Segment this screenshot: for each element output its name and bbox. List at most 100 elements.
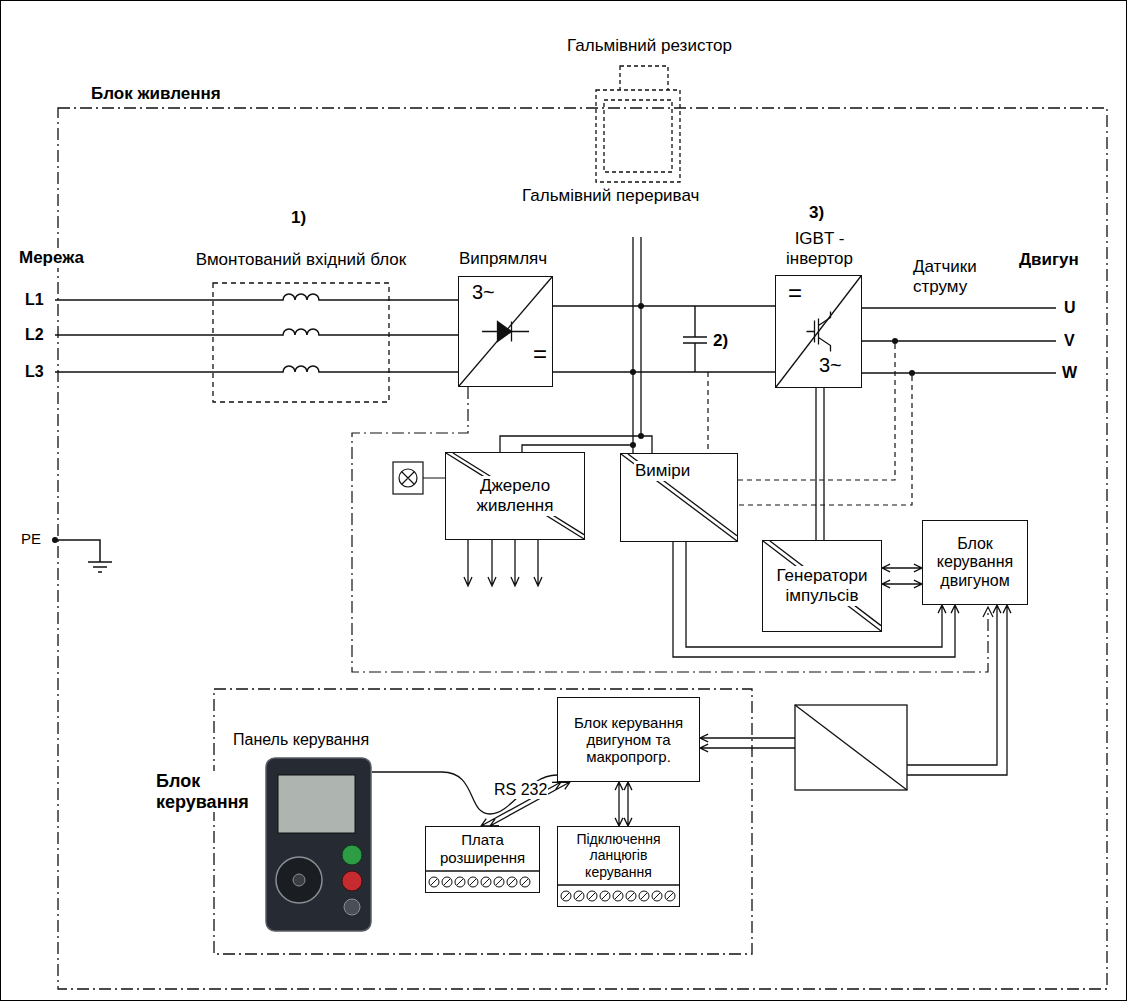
converter-diagonal: [763, 541, 881, 631]
box-label: Джерело живлення: [453, 476, 578, 515]
dashed-border: [213, 283, 389, 402]
connector: [390, 300, 458, 372]
symbol-text: 3~: [471, 281, 496, 304]
connector: [882, 564, 922, 588]
junction-dots: [630, 303, 644, 448]
panel-display: [278, 775, 355, 833]
converter-diagonal: [621, 454, 737, 541]
panel-mode-button: [344, 899, 360, 915]
converter-diagonal: [459, 277, 552, 386]
box-figure: [212, 282, 390, 403]
symbol-text: =: [532, 340, 548, 368]
fan-icon: [399, 469, 445, 487]
terminal-strip-edge: [425, 870, 540, 871]
resistor-symbol: [596, 66, 680, 182]
motor-control-box: Блок керування двигуном: [922, 520, 1028, 605]
control-unit-frame: Блок керуванняПанель керуванняБлок керув…: [213, 688, 753, 955]
capacitor-symbol: [683, 306, 707, 372]
callout-number: 3): [808, 203, 825, 223]
control-panel: Панель керування: [265, 757, 372, 932]
dash-dot-enclosure: [352, 387, 988, 672]
power-unit-frame: Блок живленняВмонтований вхідний блокВип…: [57, 107, 1108, 990]
part-label: Гальмівний переривач: [521, 186, 700, 206]
panel-body: [266, 758, 371, 931]
control-terminals-box: Підключення ланцюгів керування: [557, 826, 680, 907]
terminal-screws: [561, 891, 675, 901]
ground-symbol: [55, 540, 112, 572]
section-label: Двигун: [1018, 250, 1080, 270]
box-label: Блок керування двигуном та макропрогр.: [573, 714, 685, 766]
rectifier-box: Випрямляч3~=: [458, 276, 553, 387]
phase-label: U: [1063, 299, 1077, 317]
power-supply-box: Джерело живлення: [445, 452, 585, 540]
enclosure-arrowhead: [983, 607, 993, 617]
diode-bar: [511, 322, 512, 342]
interface-converter-box: [795, 705, 907, 790]
box-figure: [590, 64, 686, 184]
box-label: Плата розширення: [429, 831, 537, 866]
phase-label: L3: [24, 363, 45, 381]
supply-output-arrows: [464, 540, 542, 586]
phase-label: L1: [24, 291, 45, 309]
converter-diagonal: [776, 276, 861, 387]
text-area: Джерело живлення: [446, 453, 584, 539]
box-label: Блок керування: [155, 771, 265, 812]
connector: [816, 388, 824, 540]
panel-stop-button: [342, 871, 362, 891]
box-label: Виміри: [634, 461, 691, 481]
section-label: Мережа: [18, 248, 85, 268]
box-label: Блок живлення: [90, 84, 222, 104]
box-label: Вмонтований вхідний блок: [170, 250, 432, 270]
terminal-screws: [429, 877, 530, 887]
connector-label: RS 232: [493, 781, 548, 799]
connector: [615, 782, 632, 826]
measurement-box: Виміри: [620, 453, 738, 542]
ground-label: PE: [20, 530, 42, 547]
part-label: Датчики струму: [912, 257, 1009, 296]
symbol-text: 3~: [818, 354, 843, 377]
text-area: Генератори імпульсів: [763, 541, 881, 631]
box-figure: [265, 757, 372, 932]
dash-dot-border: [58, 108, 1107, 989]
connector: [372, 772, 557, 814]
expansion-board-box: Плата розширення: [425, 826, 540, 893]
converter-diagonal: [795, 705, 907, 790]
igbt-inverter-box: IGBT - інвертор=3~: [775, 275, 862, 388]
motor-wires: [862, 308, 1056, 373]
panel-start-button: [342, 845, 362, 865]
input-unit-box: Вмонтований вхідний блок: [212, 282, 390, 403]
panel-navigation-pad: [276, 857, 322, 903]
dash-dot-border: [214, 689, 752, 954]
box-label: Генератори імпульсів: [766, 566, 878, 605]
text-area: Блок керування двигуном та макропрогр.: [558, 698, 699, 781]
panel-ok-button: [293, 874, 305, 886]
callout-number: 2): [712, 331, 729, 351]
text-area: Підключення ланцюгів керування: [558, 827, 679, 884]
brake-resistor: Гальмівний резистор: [590, 64, 686, 184]
callout-number: 1): [290, 208, 307, 228]
text-area: Блок керування двигуном: [923, 521, 1027, 604]
connector: [553, 306, 775, 372]
connector: [481, 782, 570, 826]
igbt-symbol: [807, 312, 831, 352]
terminal-strip-edge: [557, 884, 680, 885]
text-area: Плата розширення: [426, 827, 539, 870]
phase-label: W: [1061, 364, 1078, 382]
phase-label: L2: [24, 326, 45, 344]
pe-terminal-dot: [52, 537, 58, 543]
box-label: Панель керування: [232, 731, 370, 749]
macro-control-box: Блок керування двигуном та макропрогр.: [557, 697, 700, 782]
mains-wires-inductors: [55, 294, 390, 372]
box-label: Підключення ланцюгів керування: [561, 831, 677, 879]
box-label: Блок керування двигуном: [925, 535, 1025, 590]
diode-symbol: [498, 322, 512, 342]
pulse-generator-box: Генератори імпульсів: [762, 540, 882, 632]
phase-label: V: [1063, 332, 1076, 350]
converter-diagonal: [446, 453, 584, 539]
box-label: Гальмівний резистор: [566, 36, 733, 56]
box-label: IGBT - інвертор: [771, 229, 868, 268]
symbol-text: =: [787, 279, 803, 307]
box-label: Випрямляч: [458, 249, 548, 269]
